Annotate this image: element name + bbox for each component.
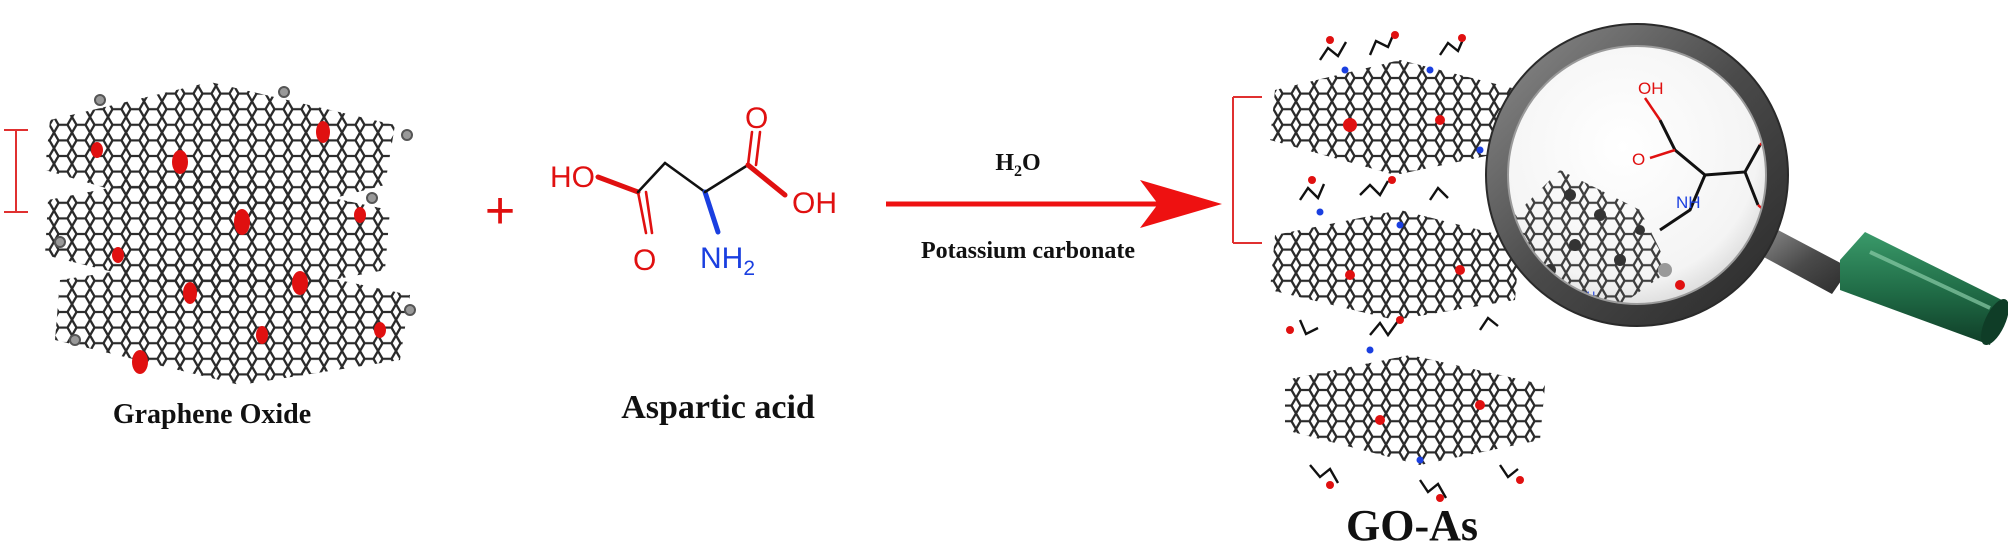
go-as-stack bbox=[1270, 31, 1545, 502]
atom-ho-left: HO bbox=[550, 161, 595, 194]
hydroxyl-groups bbox=[54, 86, 416, 346]
atom-nh2: NH2 bbox=[700, 242, 755, 280]
atom-nh2-subscript: 2 bbox=[743, 257, 755, 280]
aspartic-acid-structure bbox=[595, 130, 788, 235]
product-sheet-top bbox=[1270, 60, 1520, 175]
go-as-label: GO-As bbox=[1346, 501, 1478, 550]
product-bracket bbox=[1232, 96, 1262, 244]
oxygen-groups bbox=[91, 121, 386, 374]
arrow-condition-above: H2O bbox=[995, 150, 1040, 180]
lens-atom-o-left: O bbox=[1632, 150, 1645, 169]
atom-oh-right: OH bbox=[792, 187, 837, 220]
lens-atom-nh: NH bbox=[1676, 193, 1701, 212]
plus-sign: + bbox=[485, 182, 515, 240]
aspartic-linkers bbox=[1298, 32, 1519, 499]
product-sheet-middle bbox=[1270, 210, 1520, 320]
graphene-oxide-stack bbox=[4, 82, 416, 385]
graphene-sheet-middle bbox=[45, 170, 390, 300]
atom-o-left: O bbox=[633, 244, 656, 277]
magnifier-ring bbox=[1486, 24, 1788, 326]
aspartic-acid-label: Aspartic acid bbox=[621, 389, 815, 426]
magnifier-handle bbox=[1760, 230, 2008, 346]
aspartic-acid-atoms: HO OH O O NH2 bbox=[550, 102, 837, 280]
magnifying-glass-icon: OH O NH O OH NH bbox=[1485, 23, 2008, 346]
lens-atom-oh-top: OH bbox=[1638, 79, 1664, 98]
product-oxygen-atoms bbox=[1286, 31, 1524, 502]
atom-o-right: O bbox=[745, 102, 768, 135]
water-subscript: 2 bbox=[1014, 163, 1022, 180]
arrow-condition-below: Potassium carbonate bbox=[921, 238, 1135, 264]
product-nitrogen-atoms bbox=[1316, 66, 1484, 464]
product-sheet-bottom bbox=[1285, 355, 1545, 465]
graphene-oxide-label: Graphene Oxide bbox=[113, 399, 311, 430]
reaction-arrow bbox=[886, 180, 1222, 228]
